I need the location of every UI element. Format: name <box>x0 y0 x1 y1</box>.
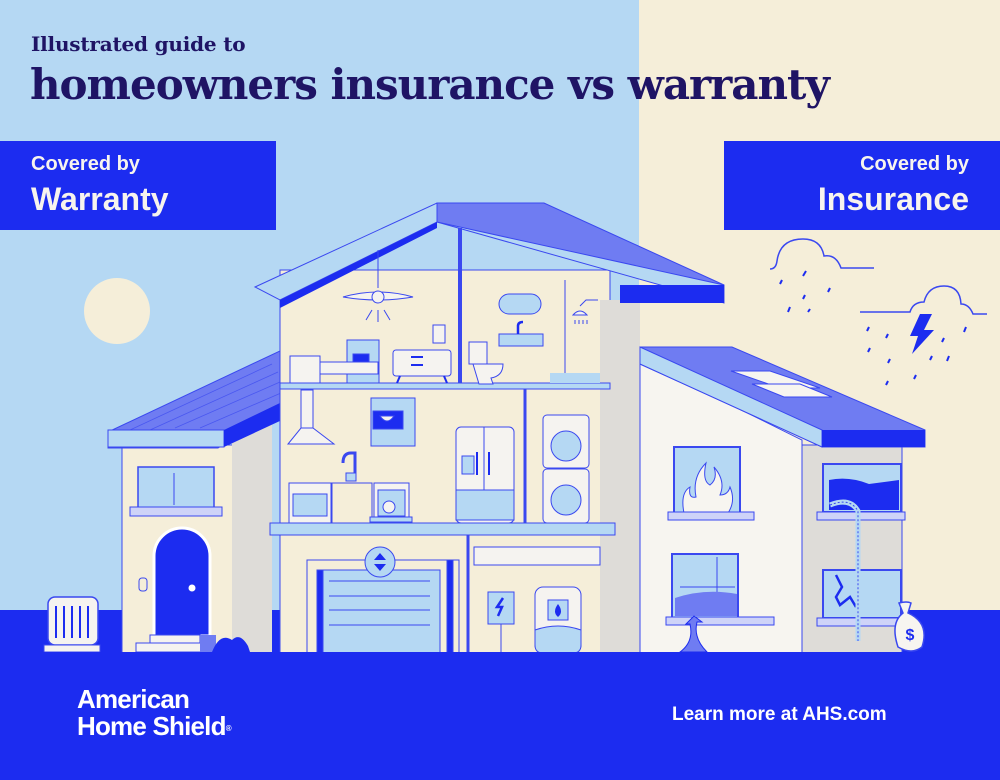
sink-icon <box>498 320 544 347</box>
page-subtitle: Illustrated guide to <box>31 32 246 56</box>
toilet-icon <box>468 341 504 385</box>
page-title: homeowners insurance vs warranty <box>30 60 830 109</box>
kitchen-cabinet <box>331 482 373 524</box>
fire-window-icon <box>667 446 755 521</box>
insurance-badge-label: Covered by <box>860 153 969 175</box>
ceiling-fan-icon <box>342 250 414 322</box>
logo-line-2: Home Shield <box>77 711 226 741</box>
warranty-badge-title: Warranty <box>31 181 169 217</box>
rain-cloud-icon <box>769 238 874 313</box>
faucet-icon <box>341 451 357 482</box>
brand-logo: American Home Shield® <box>77 684 232 741</box>
oven-icon <box>288 482 332 524</box>
svg-text:$: $ <box>906 627 915 644</box>
left-wing <box>43 349 283 656</box>
water-heater-icon <box>534 586 582 654</box>
light-switch-icon <box>432 324 446 344</box>
left-window <box>137 466 215 510</box>
warranty-badge: Covered by Warranty <box>0 141 276 230</box>
shower-head-icon <box>571 299 598 324</box>
electrical-panel-icon <box>487 591 515 652</box>
ductwork-icon <box>473 546 601 566</box>
registered-mark: ® <box>225 724 232 733</box>
rope-icon <box>829 499 861 641</box>
solar-panel-icon <box>730 370 833 398</box>
learn-more-link[interactable]: Learn more at AHS.com <box>672 704 887 725</box>
refrigerator-icon <box>455 426 515 524</box>
storm-cloud-icon <box>860 285 987 386</box>
range-hood-icon <box>286 389 336 445</box>
sun-icon <box>84 278 150 344</box>
logo-line-1: American <box>77 684 190 714</box>
air-conditioner-icon <box>43 596 101 653</box>
washer-dryer-icon <box>542 414 590 524</box>
insurance-badge-title: Insurance <box>817 181 969 217</box>
main-house <box>253 202 725 656</box>
lightning-icon <box>910 314 934 354</box>
front-door <box>152 526 212 638</box>
money-bag-icon: $ <box>894 601 925 652</box>
dresser-icon <box>392 349 452 384</box>
garage-opener-icon <box>364 546 396 578</box>
right-wing: $ <box>639 346 926 656</box>
dishwasher-icon <box>369 482 413 523</box>
doorbell-icon <box>138 577 148 592</box>
garage-door-icon <box>306 559 460 654</box>
warranty-badge-label: Covered by <box>31 153 140 175</box>
insurance-badge: Covered by Insurance <box>724 141 1000 230</box>
mirror-icon <box>498 293 542 315</box>
bed-icon <box>289 339 380 384</box>
water-wave-icon <box>678 615 709 653</box>
microwave-icon <box>370 397 416 447</box>
flood-window-icon <box>665 553 775 653</box>
